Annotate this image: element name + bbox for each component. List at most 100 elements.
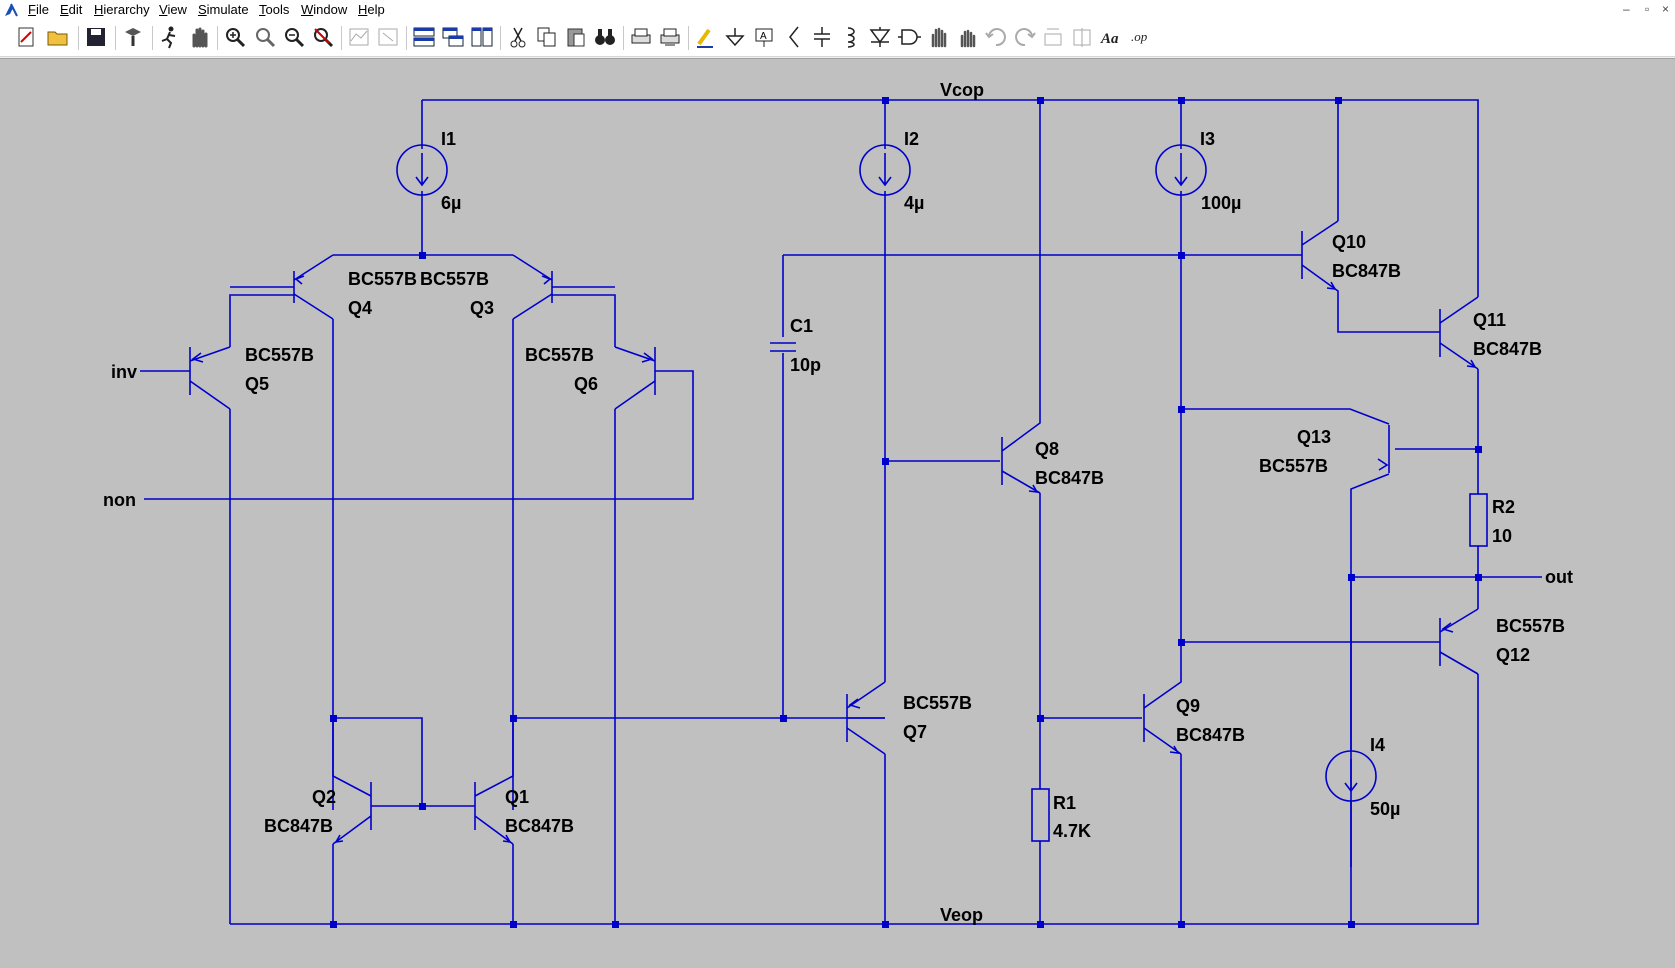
transistor-q13[interactable]: Q13 BC557B — [1259, 425, 1390, 476]
run-icon[interactable] — [157, 24, 183, 50]
svg-text:C1: C1 — [790, 316, 813, 336]
net-label-veop[interactable]: Veop — [940, 905, 983, 925]
menu-view[interactable]: View — [159, 2, 187, 17]
move-icon[interactable] — [925, 24, 951, 50]
svg-text:R2: R2 — [1492, 497, 1515, 517]
svg-text:BC847B: BC847B — [1332, 261, 1401, 281]
autorange-icon[interactable] — [346, 24, 372, 50]
svg-text:Q11: Q11 — [1473, 310, 1506, 330]
close-button[interactable]: × — [1662, 2, 1670, 16]
ground-icon[interactable] — [722, 24, 748, 50]
resistor-r2[interactable]: R2 10 — [1469, 493, 1515, 547]
tile-horizontal-icon[interactable] — [411, 24, 437, 50]
fit-icon[interactable] — [375, 24, 401, 50]
mirror-icon[interactable] — [1070, 24, 1096, 50]
toolbar-separator — [406, 26, 407, 50]
menu-help[interactable]: Help — [358, 2, 385, 17]
minimize-button[interactable]: – — [1623, 2, 1630, 16]
svg-text:Q7: Q7 — [903, 722, 927, 742]
inductor-icon[interactable] — [838, 24, 864, 50]
svg-text:BC847B: BC847B — [264, 816, 333, 836]
resistor-icon[interactable] — [780, 24, 806, 50]
transistor-q2[interactable]: Q2 BC847B — [264, 718, 372, 845]
paste-icon[interactable] — [563, 24, 589, 50]
transistor-q4[interactable]: BC557B Q4 — [230, 254, 417, 320]
undo-icon[interactable] — [983, 24, 1009, 50]
svg-text:Q13: Q13 — [1297, 427, 1331, 447]
svg-text:I3: I3 — [1200, 129, 1215, 149]
toolbar-separator — [500, 26, 501, 50]
tile-vertical-icon[interactable] — [469, 24, 495, 50]
svg-text:Q10: Q10 — [1332, 232, 1366, 252]
redo-icon[interactable] — [1012, 24, 1038, 50]
text-icon[interactable]: Aa — [1099, 24, 1125, 50]
transistor-q1[interactable]: Q1 BC847B — [474, 718, 574, 845]
svg-text:Q9: Q9 — [1176, 696, 1200, 716]
new-schematic-icon[interactable] — [14, 24, 40, 50]
svg-text:10p: 10p — [790, 355, 821, 375]
draw-wire-icon[interactable] — [693, 24, 719, 50]
zoom-cancel-icon[interactable] — [310, 24, 336, 50]
transistor-q6[interactable]: BC557B Q6 — [525, 345, 656, 410]
transistor-q5[interactable]: BC557B Q5 — [189, 345, 314, 410]
zoom-in-icon[interactable] — [222, 24, 248, 50]
transistor-q10[interactable]: Q10 BC847B — [1301, 220, 1401, 301]
open-icon[interactable] — [45, 24, 71, 50]
cascade-icon[interactable] — [440, 24, 466, 50]
transistor-q8[interactable]: Q8 BC847B — [1001, 411, 1104, 494]
diode-icon[interactable] — [867, 24, 893, 50]
transistor-q9[interactable]: Q9 BC847B — [1143, 671, 1245, 755]
app-logo-icon — [5, 3, 18, 17]
control-panel-icon[interactable] — [120, 24, 146, 50]
menu-edit[interactable]: Edit — [60, 2, 83, 17]
print-icon[interactable] — [628, 24, 654, 50]
cut-icon[interactable] — [505, 24, 531, 50]
capacitor-c1[interactable]: C1 10p — [770, 316, 821, 375]
svg-text:10: 10 — [1492, 526, 1512, 546]
svg-text:Q6: Q6 — [574, 374, 598, 394]
component-icon[interactable] — [896, 24, 922, 50]
schematic-canvas[interactable]: I1 6µ I2 4µ I3 100µ I4 50µ C1 10p R1 4.7… — [0, 58, 1675, 968]
resistor-r1[interactable]: R1 4.7K — [1031, 788, 1091, 842]
svg-text:Q3: Q3 — [470, 298, 494, 318]
net-label-out[interactable]: out — [1545, 567, 1573, 587]
save-icon[interactable] — [83, 24, 109, 50]
drag-icon[interactable] — [954, 24, 980, 50]
current-source-i2[interactable]: I2 4µ — [859, 129, 924, 213]
rotate-icon[interactable] — [1041, 24, 1067, 50]
svg-text:100µ: 100µ — [1201, 193, 1241, 213]
menu-file[interactable]: File — [28, 2, 49, 17]
transistor-q7[interactable]: BC557B Q7 — [846, 681, 972, 755]
menu-window[interactable]: Window — [301, 2, 348, 17]
net-label-vcop[interactable]: Vcop — [940, 80, 984, 100]
svg-text:R1: R1 — [1053, 793, 1076, 813]
svg-text:BC557B: BC557B — [903, 693, 972, 713]
halt-icon[interactable] — [186, 24, 212, 50]
svg-text:4µ: 4µ — [904, 193, 924, 213]
current-source-i1[interactable]: I1 6µ — [396, 129, 461, 213]
capacitor-icon[interactable] — [809, 24, 835, 50]
current-source-i3[interactable]: I3 100µ — [1155, 129, 1241, 213]
schematic-drawing[interactable]: I1 6µ I2 4µ I3 100µ I4 50µ C1 10p R1 4.7… — [0, 59, 1675, 968]
current-source-i4[interactable]: I4 50µ — [1325, 735, 1400, 819]
svg-text:A: A — [760, 31, 767, 42]
menu-tools[interactable]: Tools — [259, 2, 290, 17]
svg-text:BC557B: BC557B — [525, 345, 594, 365]
transistor-q3[interactable]: BC557B Q3 — [420, 254, 615, 320]
zoom-out-icon[interactable] — [281, 24, 307, 50]
transistor-q11[interactable]: Q11 BC847B — [1439, 296, 1542, 370]
net-label-non[interactable]: non — [103, 490, 136, 510]
net-label-inv[interactable]: inv — [111, 362, 137, 382]
copy-icon[interactable] — [534, 24, 560, 50]
print-setup-icon[interactable] — [657, 24, 683, 50]
label-net-icon[interactable]: A — [751, 24, 777, 50]
svg-text:.op: .op — [1131, 29, 1148, 44]
spice-directive-icon[interactable]: .op — [1128, 24, 1154, 50]
zoom-pan-icon[interactable] — [252, 24, 278, 50]
restore-button[interactable]: ▫ — [1645, 2, 1650, 16]
find-icon[interactable] — [592, 24, 618, 50]
svg-text:Q5: Q5 — [245, 374, 269, 394]
transistor-q12[interactable]: BC557B Q12 — [1439, 608, 1565, 675]
menu-simulate[interactable]: Simulate — [198, 2, 249, 17]
menu-hierarchy[interactable]: Hierarchy — [94, 2, 150, 17]
